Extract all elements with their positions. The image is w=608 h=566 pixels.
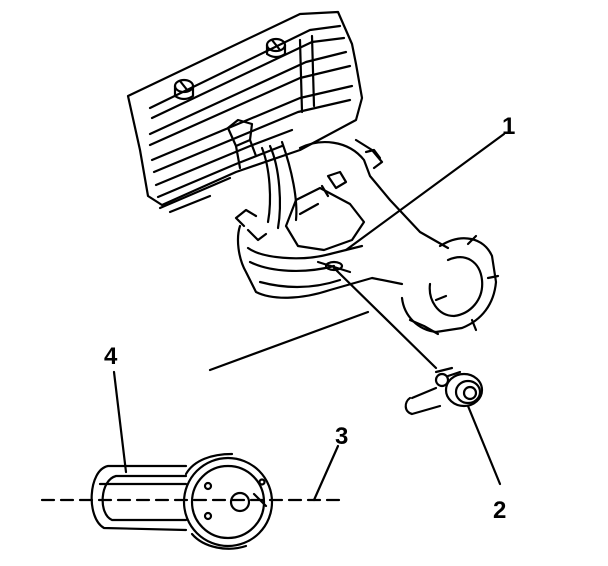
wiring-bracket bbox=[226, 118, 298, 230]
callout-3: 3 bbox=[335, 423, 348, 450]
leader-line-2 bbox=[466, 404, 502, 486]
leader-line-4 bbox=[112, 370, 128, 474]
callout-2: 2 bbox=[493, 497, 506, 524]
sensor-shell-section bbox=[90, 464, 188, 532]
callout-1: 1 bbox=[502, 113, 515, 140]
exhaust-manifold bbox=[234, 138, 500, 336]
sensor-axis-line bbox=[332, 266, 438, 370]
callout-4: 4 bbox=[104, 343, 118, 370]
leader-line-3 bbox=[312, 444, 340, 502]
oxygen-sensor bbox=[404, 366, 484, 416]
head-bolt-upper bbox=[265, 37, 287, 59]
head-bolt-lower bbox=[173, 78, 195, 101]
divider-line bbox=[208, 310, 370, 372]
engine-cylinder-head bbox=[126, 10, 364, 214]
leader-line-1 bbox=[344, 132, 506, 252]
sensor-end-view bbox=[182, 452, 274, 550]
